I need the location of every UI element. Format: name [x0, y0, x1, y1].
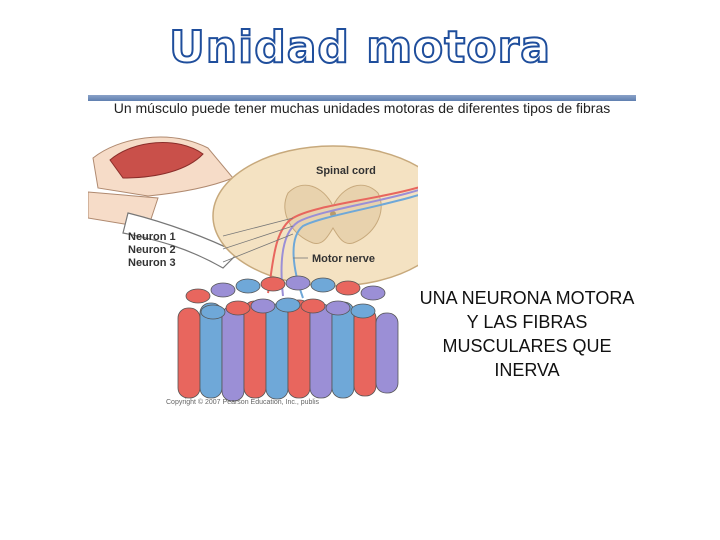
- label-neuron-1: Neuron 1: [128, 231, 176, 243]
- motor-unit-illustration: Spinal cord Neuron 1 Neuron 2 Neuron 3 M…: [88, 136, 418, 406]
- label-neuron-2: Neuron 2: [128, 244, 176, 256]
- figure-caption: UNA NEURONA MOTORA Y LAS FIBRAS MUSCULAR…: [419, 288, 635, 380]
- label-spinal-cord: Spinal cord: [316, 165, 376, 177]
- motor-nerve-axons: [267, 186, 418, 299]
- arm-illustration: [88, 136, 240, 269]
- figure-copyright: Copyright © 2007 Pearson Education, Inc.…: [166, 398, 320, 406]
- slide-title: Unidad motora: [168, 21, 551, 74]
- title-divider: [88, 95, 636, 101]
- slide-subtitle: Un músculo puede tener muchas unidades m…: [113, 100, 611, 116]
- label-leaders: [222, 217, 308, 263]
- muscle-fiber-bundle: [177, 275, 399, 402]
- label-neuron-3: Neuron 3: [128, 257, 176, 269]
- label-motor-nerve: Motor nerve: [312, 253, 375, 265]
